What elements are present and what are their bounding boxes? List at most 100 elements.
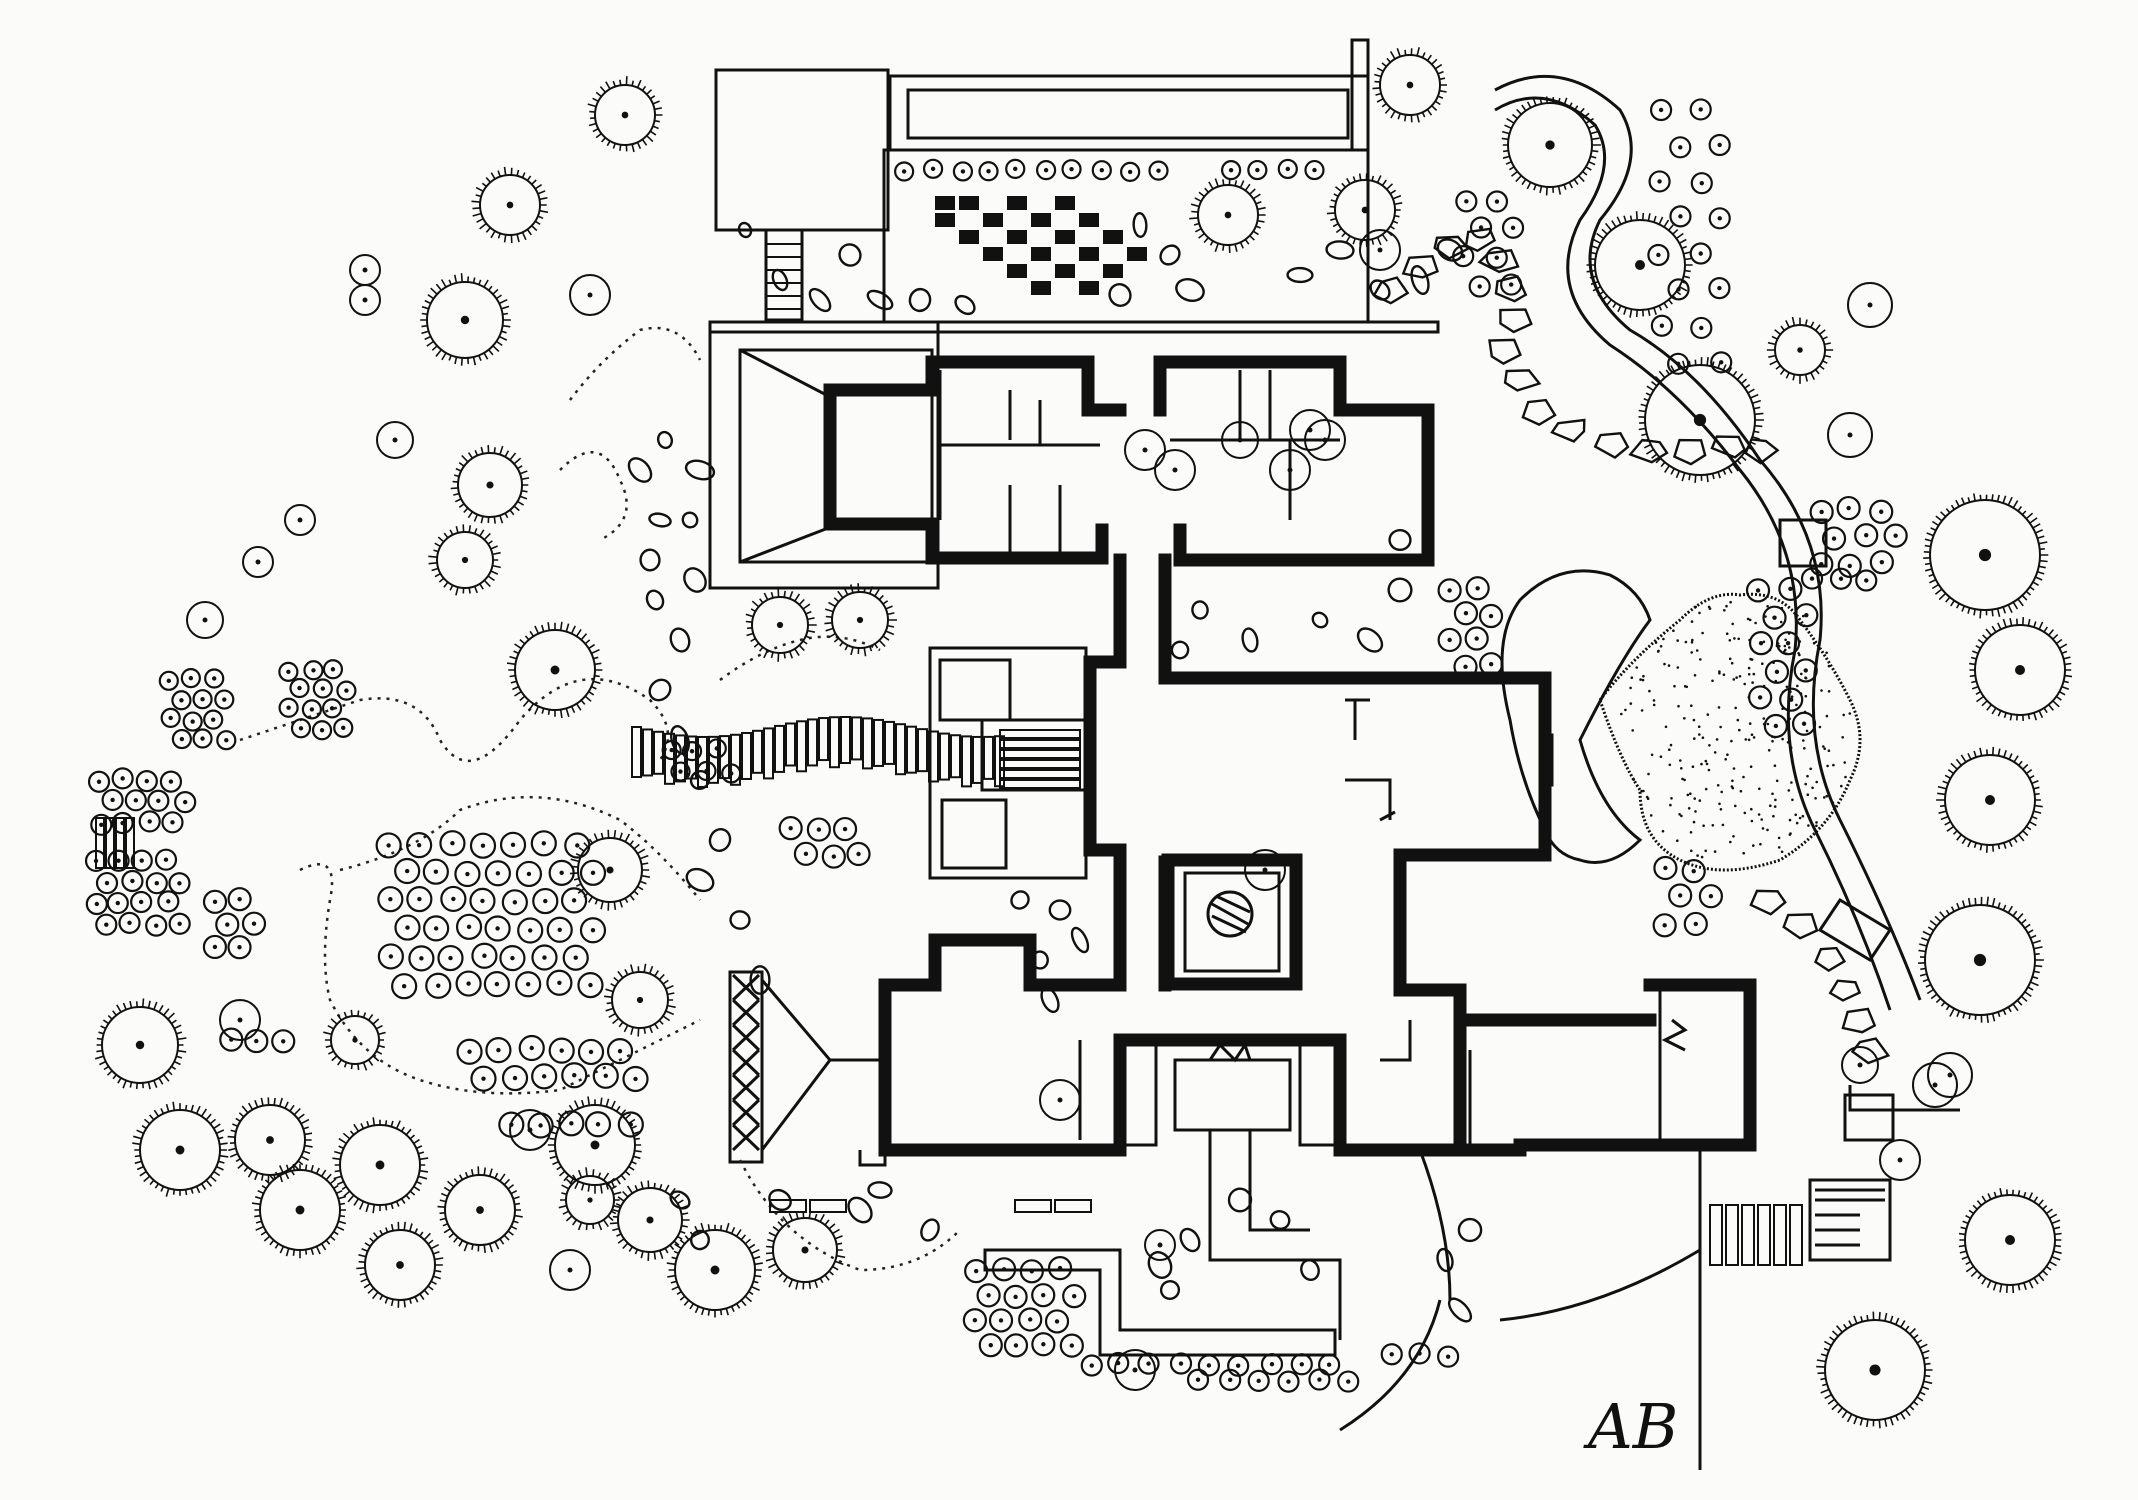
- gravel-dot: [1772, 814, 1775, 818]
- paving-block: [1127, 247, 1147, 261]
- alcove: [1120, 1043, 1158, 1147]
- flagstone: [1744, 438, 1780, 465]
- tree: [1289, 409, 1331, 451]
- gravel-dot: [1754, 621, 1757, 625]
- gravel-dot: [1743, 811, 1747, 815]
- shrub: [1763, 713, 1788, 739]
- gravel-dot: [1676, 839, 1679, 842]
- gravel-dot: [1827, 664, 1831, 668]
- shrub: [1764, 659, 1790, 684]
- carport-roof: [760, 979, 885, 1151]
- courtyard-fountain: [1206, 890, 1254, 938]
- shrub: [1836, 495, 1861, 521]
- shrub: [321, 698, 343, 719]
- shrub: [1650, 314, 1673, 337]
- stepping-stone: [1388, 528, 1412, 552]
- tree: [94, 998, 187, 1090]
- stepping-stone: [1170, 640, 1190, 660]
- tree: [1501, 96, 1601, 196]
- gravel-dot: [1691, 765, 1695, 768]
- shrub: [289, 677, 310, 699]
- shrub: [244, 1028, 269, 1054]
- shrub: [469, 887, 496, 915]
- shrub: [1745, 578, 1771, 603]
- step: [1757, 1204, 1771, 1266]
- gravel-dot: [1724, 758, 1727, 761]
- gravel-dot: [1750, 733, 1754, 736]
- flagstone: [1488, 338, 1522, 365]
- shrub: [1221, 160, 1242, 181]
- shrub: [469, 832, 497, 859]
- shrub: [1005, 158, 1026, 179]
- gravel-dot: [1698, 611, 1701, 615]
- gravel-dot: [1764, 615, 1767, 618]
- shrub: [517, 917, 544, 944]
- shrub: [564, 832, 591, 859]
- shrub: [1869, 550, 1894, 575]
- gravel-dot: [1690, 704, 1693, 707]
- paver-walkway: [95, 716, 1895, 1266]
- stepping-stone: [1436, 1247, 1454, 1273]
- shrub: [532, 887, 559, 915]
- shrub: [408, 945, 435, 972]
- flagstone: [1433, 235, 1471, 260]
- paving-block: [1007, 264, 1027, 278]
- gravel-dot: [1777, 836, 1781, 840]
- gravel-dot: [1661, 829, 1665, 833]
- gravel-dot: [1640, 709, 1644, 712]
- spine-wall-east: [1158, 553, 1552, 997]
- flagstone: [1464, 227, 1497, 253]
- gravel-dot: [1725, 604, 1728, 608]
- shrub: [87, 770, 111, 793]
- paver: [642, 728, 653, 777]
- gravel-dot: [1795, 821, 1799, 825]
- tree: [549, 1249, 591, 1291]
- gravel-dot: [1822, 796, 1826, 799]
- shrub: [216, 730, 237, 751]
- gravel-dot: [1840, 784, 1843, 788]
- canopy-trees: [94, 47, 2073, 1429]
- shrub: [978, 161, 999, 182]
- gravel-dot: [1690, 651, 1693, 654]
- tree: [242, 546, 274, 578]
- stepping-stone: [656, 430, 674, 450]
- gravel-dot: [1797, 652, 1800, 655]
- shrub: [138, 810, 161, 833]
- gravel-dot: [1713, 751, 1717, 754]
- stepping-stone: [1410, 265, 1430, 295]
- flagstone: [1550, 418, 1586, 443]
- stepping-stone: [1010, 890, 1030, 910]
- dashed-path: [559, 326, 702, 542]
- shrub: [1260, 1353, 1284, 1376]
- shrub: [484, 915, 511, 942]
- shrub: [406, 832, 433, 859]
- shrub: [1169, 1352, 1193, 1375]
- shrub: [1690, 316, 1713, 340]
- south-wing-wall: [878, 933, 1127, 1157]
- shrub: [894, 161, 915, 182]
- gravel-dot: [1785, 685, 1789, 689]
- shrub: [1479, 652, 1504, 677]
- stepping-stone: [1447, 1297, 1473, 1323]
- shrub: [558, 1110, 585, 1137]
- tree: [376, 421, 414, 459]
- flagstone: [1814, 946, 1847, 973]
- gravel-dot: [1664, 725, 1668, 729]
- shrub: [336, 680, 357, 701]
- shrub: [1019, 1259, 1044, 1284]
- shrub: [1690, 172, 1713, 195]
- shrub: [1793, 658, 1818, 683]
- tree: [428, 524, 501, 596]
- east-water: [1494, 74, 1960, 1112]
- shrub: [1219, 1368, 1242, 1391]
- paving-block: [1031, 247, 1051, 261]
- stepping-stone: [1147, 1251, 1173, 1279]
- shrub: [1668, 883, 1693, 908]
- gravel-dot: [1717, 706, 1721, 709]
- gravel-dot: [1667, 664, 1671, 667]
- shrub: [1708, 276, 1731, 300]
- artist-signature: AB: [1583, 1390, 1678, 1463]
- tree: [186, 601, 224, 639]
- paver: [862, 717, 873, 770]
